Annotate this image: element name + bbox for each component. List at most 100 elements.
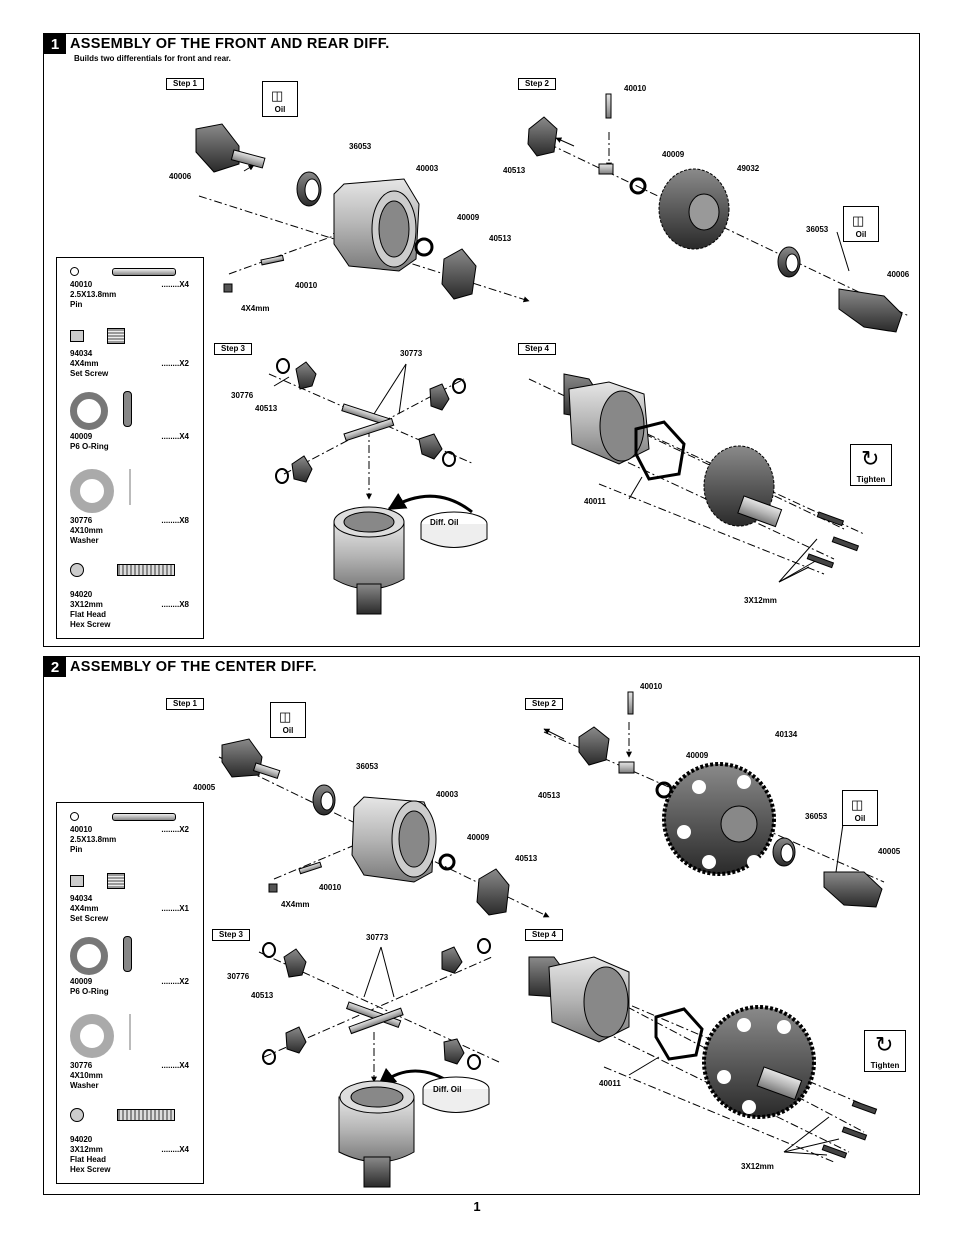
parts-list-item: 40009 P6 O-Ring ........X4 (57, 388, 203, 463)
oil-instruction-box: ◫ Oil (842, 790, 878, 826)
oil-instruction-box: ◫ Oil (270, 702, 306, 738)
part-label: 40006 (169, 172, 192, 181)
part-name: Pin (70, 300, 83, 309)
oil-bottle-icon: ◫ (852, 213, 865, 228)
pin-part (627, 691, 634, 715)
part-label: 36053 (356, 762, 379, 771)
part-name: Flat Head (70, 610, 107, 619)
parts-list-item: 40010 2.5X13.8mm Pin ........X4 (57, 258, 203, 334)
part-code: 40009 (70, 977, 93, 986)
step-label: Step 1 (166, 698, 205, 710)
part-label: 3X12mm (744, 596, 777, 605)
pin-part (605, 93, 612, 119)
part-label: 40513 (489, 234, 512, 243)
parts-list-item: 40010 2.5X13.8mm Pin ........X2 (57, 803, 203, 879)
flat-head-screw-icon (70, 563, 84, 577)
rotate-clockwise-icon: ↻ (875, 1032, 894, 1057)
parts-list-item: 94020 3X12mm Flat Head Hex Screw .......… (57, 1105, 203, 1183)
part-name: Washer (70, 536, 99, 545)
step-label: Step 4 (518, 343, 557, 355)
parts-list: 40010 2.5X13.8mm Pin ........X4 94034 4X… (56, 257, 204, 639)
tighten-instruction-box: ↻ Tighten (864, 1030, 906, 1072)
section-title: ASSEMBLY OF THE FRONT AND REAR DIFF. (70, 36, 390, 52)
part-label: 40010 (624, 84, 647, 93)
part-size: 4X10mm (70, 1071, 103, 1080)
spur-gear-part (702, 1005, 816, 1119)
part-quantity: ........X4 (161, 1061, 189, 1070)
part-label: 30776 (227, 972, 250, 981)
part-label: 40513 (515, 854, 538, 863)
o-ring-part (629, 177, 647, 195)
o-ring-icon (123, 936, 132, 972)
part-label: 40010 (295, 281, 318, 290)
part-name: Pin (70, 845, 83, 854)
part-label: 3X12mm (741, 1162, 774, 1171)
part-label: 40005 (193, 783, 216, 792)
part-label: 40513 (538, 791, 561, 800)
flat-head-screw-icon (117, 564, 175, 576)
part-label: 40003 (436, 790, 459, 799)
bevel-gear-part (578, 726, 610, 766)
part-label: 40513 (255, 404, 278, 413)
washer-icon (70, 469, 114, 513)
bevel-gear-part (441, 248, 477, 300)
part-size: 2.5X13.8mm (70, 835, 117, 844)
outdrive-cup-part (195, 123, 266, 173)
part-label: 40513 (251, 991, 274, 1000)
step-label: Step 2 (525, 698, 564, 710)
pin-icon (70, 267, 79, 276)
bearing-part (312, 784, 336, 816)
washer-part (275, 468, 289, 484)
part-label: 40011 (584, 497, 606, 506)
spacer-part (598, 163, 614, 175)
part-label: 40011 (599, 1079, 621, 1088)
set-screw-part (223, 283, 233, 293)
part-code: 40010 (70, 825, 93, 834)
part-label: 40010 (640, 682, 663, 691)
part-name: Hex Screw (70, 620, 111, 629)
part-code: 30776 (70, 516, 93, 525)
part-code: 94020 (70, 1135, 93, 1144)
part-size: P6 O-Ring (70, 987, 109, 996)
step-label: Step 2 (518, 78, 557, 90)
parts-list-item: 94020 3X12mm Flat Head Hex Screw .......… (57, 560, 203, 638)
part-label: 40006 (887, 270, 910, 279)
part-quantity: ........X8 (161, 516, 189, 525)
small-gear-part (295, 361, 317, 390)
part-name: Hex Screw (70, 1165, 111, 1174)
set-screw-icon (107, 873, 125, 889)
part-quantity: ........X1 (161, 904, 189, 913)
oil-bottle-icon: ◫ (279, 709, 292, 724)
section-header: 2 ASSEMBLY OF THE CENTER DIFF. (44, 657, 317, 677)
set-screw-part (268, 883, 278, 893)
set-screw-icon (107, 328, 125, 344)
part-size: 3X12mm (70, 600, 103, 609)
pin-icon (112, 268, 176, 276)
part-code: 94020 (70, 590, 93, 599)
bearing-part (296, 171, 322, 207)
part-quantity: ........X4 (161, 432, 189, 441)
part-size: 3X12mm (70, 1145, 103, 1154)
part-label: 36053 (806, 225, 829, 234)
diff-oil-cup-part (420, 511, 488, 548)
part-label: 40513 (503, 166, 526, 175)
small-gear-part (291, 455, 313, 483)
section-header: 1 ASSEMBLY OF THE FRONT AND REAR DIFF. (44, 34, 390, 54)
part-name: Set Screw (70, 369, 109, 378)
oil-bottle-icon: ◫ (851, 797, 864, 812)
step-label: Step 4 (525, 929, 564, 941)
diff-oil-label: Diff. Oil (433, 1085, 462, 1094)
flat-head-screw-part (806, 511, 860, 569)
oil-instruction-box: ◫ Oil (843, 206, 879, 242)
assembled-diff-part (528, 956, 630, 1043)
diff-case-part (333, 178, 420, 272)
assembled-diff-part (563, 373, 650, 465)
section-title: ASSEMBLY OF THE CENTER DIFF. (70, 659, 317, 675)
part-size: P6 O-Ring (70, 442, 109, 451)
diff-housing-part (333, 506, 405, 615)
part-label: 49032 (737, 164, 760, 173)
bearing-part (777, 246, 801, 278)
assembly-diagram (218, 691, 885, 1188)
o-ring-icon (70, 937, 108, 975)
part-label: 30773 (400, 349, 423, 358)
